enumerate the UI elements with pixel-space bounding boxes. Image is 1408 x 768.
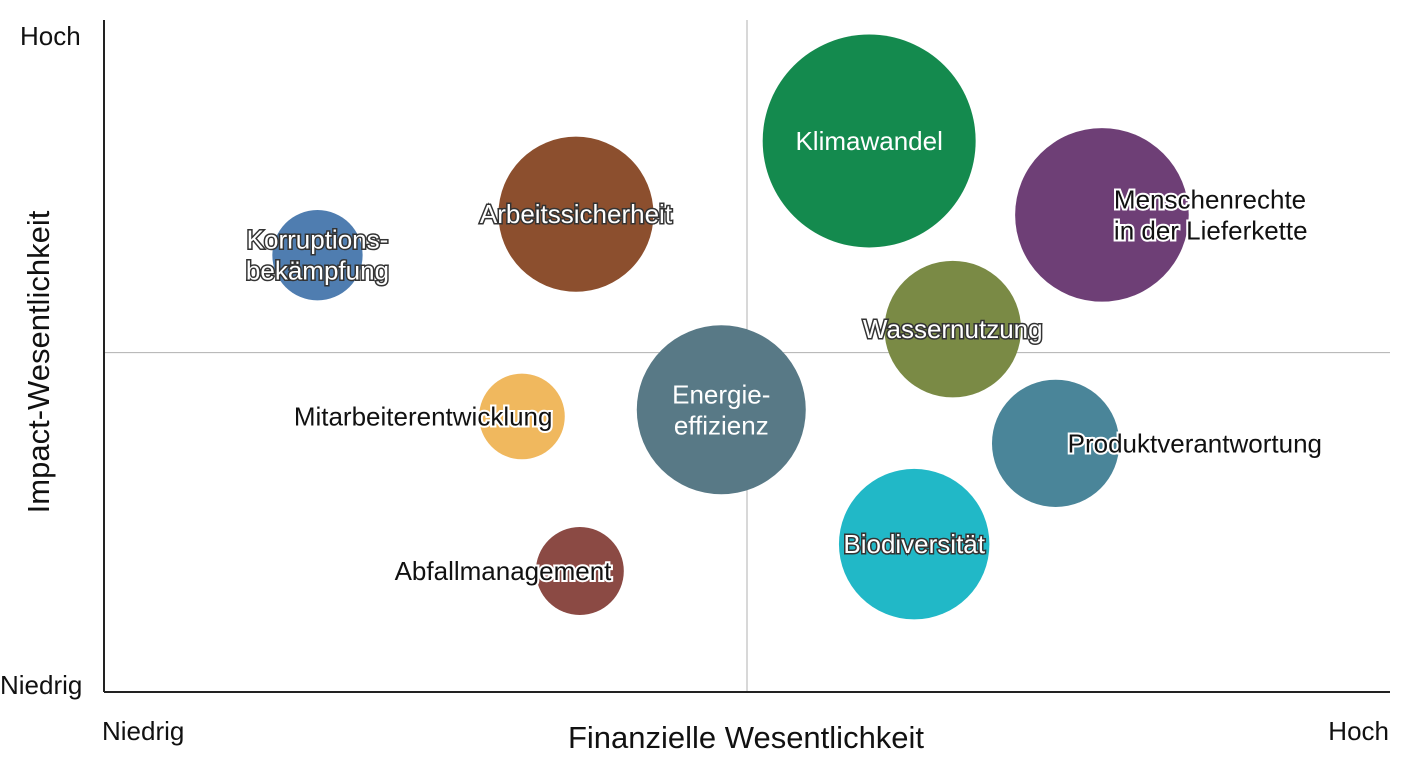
x-tick-high: Hoch	[1328, 716, 1389, 746]
bubble-circle-biodiversitaet	[838, 468, 990, 620]
bubble-arbeitssicherheit: Arbeitssicherheit	[478, 136, 674, 292]
x-tick-low: Niedrig	[102, 716, 184, 746]
bubble-label-produktverantwortung: Produktverantwortung	[1068, 428, 1322, 458]
bubble-label-energie-effizienz-line2: effizienz	[674, 410, 769, 440]
bubble-circle-klimawandel	[762, 34, 976, 248]
bubble-mitarbeiterentwicklung: Mitarbeiterentwicklung	[292, 373, 565, 460]
bubble-label-biodiversitaet: Biodiversität	[843, 529, 985, 559]
bubble-label-korruptions-bekaempfung-line2: bekämpfung	[246, 256, 389, 286]
bubble-label-mitarbeiterentwicklung: Mitarbeiterentwicklung	[294, 401, 553, 431]
bubble-wassernutzung: Wassernutzung	[861, 260, 1044, 398]
bubble-label-energie-effizienz-line1: Energie-	[672, 379, 770, 409]
bubble-korruptions-bekaempfung: Korruptions-bekämpfung	[244, 210, 391, 301]
bubble-circle-menschenrechte-in-der-lieferkette	[1015, 128, 1189, 302]
y-tick-low: Niedrig	[0, 670, 82, 700]
bubble-circle-abfallmanagement	[535, 527, 624, 616]
bubble-circle-wassernutzung	[884, 260, 1022, 398]
axes	[103, 20, 1390, 693]
bubble-label-korruptions-bekaempfung-line1: Korruptions-	[247, 225, 389, 255]
bubble-label-menschenrechte-in-der-lieferkette-line2: in der Lieferkette	[1114, 215, 1308, 245]
bubble-label-wassernutzung: Wassernutzung	[863, 314, 1043, 344]
bubble-circle-mitarbeiterentwicklung	[479, 373, 565, 460]
bubble-produktverantwortung: Produktverantwortung	[991, 379, 1324, 508]
y-tick-high: Hoch	[20, 21, 81, 51]
bubble-circle-arbeitssicherheit	[498, 136, 654, 292]
bubble-klimawandel: Klimawandel	[762, 34, 976, 248]
bubble-label-menschenrechte-in-der-lieferkette-line1: Menschenrechte	[1114, 184, 1306, 214]
bubbles: Korruptions-bekämpfungArbeitssicherheitK…	[244, 34, 1324, 620]
y-axis-title: Impact-Wesentlichkeit	[21, 210, 56, 513]
bubble-energie-effizienz: Energie-effizienz	[636, 325, 806, 495]
bubble-biodiversitaet: Biodiversität	[838, 468, 990, 620]
bubble-circle-korruptions-bekaempfung	[272, 210, 363, 301]
x-axis-title: Finanzielle Wesentlichkeit	[568, 720, 924, 755]
bubble-abfallmanagement: Abfallmanagement	[393, 527, 624, 616]
bubble-circle-energie-effizienz	[636, 325, 806, 495]
bubble-circle-produktverantwortung	[991, 379, 1120, 508]
bubble-label-abfallmanagement: Abfallmanagement	[395, 556, 613, 586]
bubble-label-arbeitssicherheit: Arbeitssicherheit	[480, 199, 673, 229]
bubble-label-klimawandel: Klimawandel	[795, 126, 942, 156]
